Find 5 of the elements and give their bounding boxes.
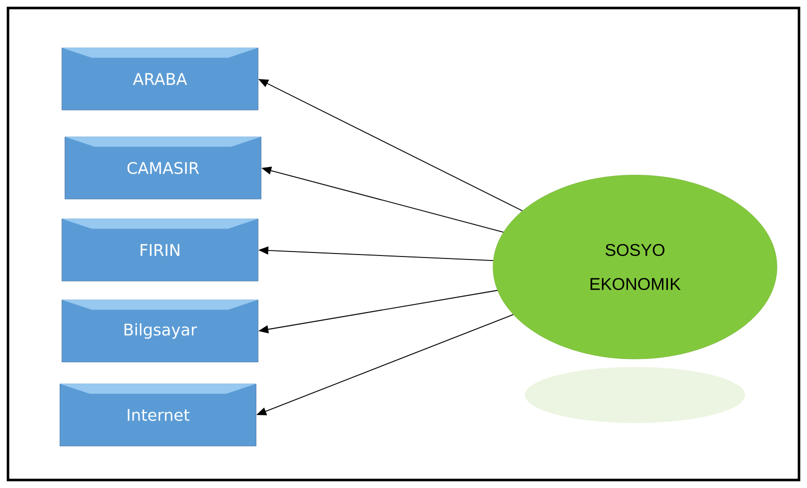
label-box: FIRIN (62, 218, 258, 282)
label-box: ARABA (62, 48, 258, 110)
label-box: Internet (60, 384, 256, 446)
label-box: CAMASIR (64, 136, 262, 200)
label-box: Bilgsayar (62, 300, 258, 362)
